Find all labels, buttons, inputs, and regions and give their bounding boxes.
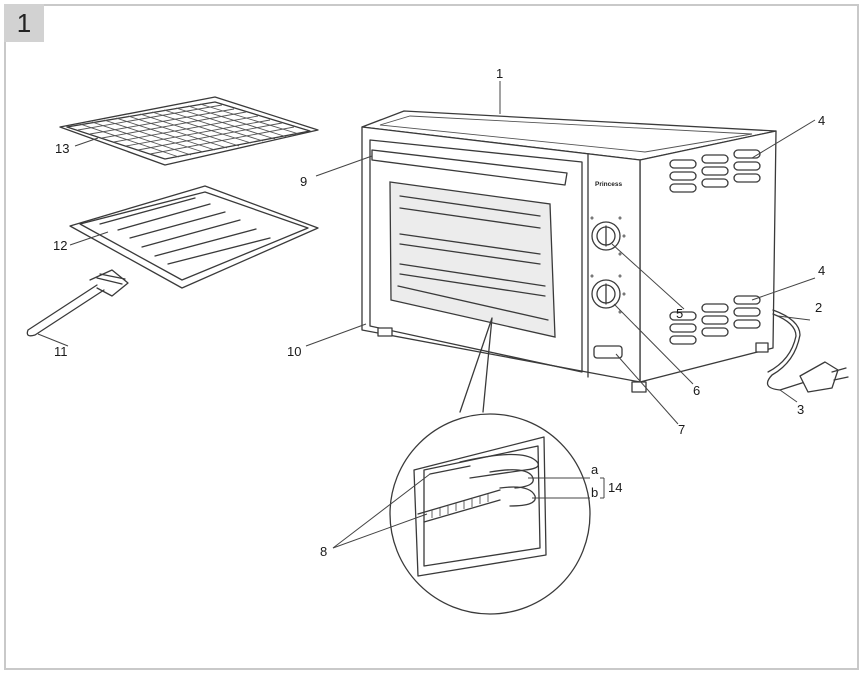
magnifier-leader — [459, 317, 493, 413]
callout-9: 9 — [300, 174, 307, 189]
temperature-knob[interactable] — [591, 221, 621, 251]
callout-5: 5 — [676, 306, 683, 321]
power-cord — [766, 309, 806, 391]
callout-11: 11 — [54, 344, 68, 359]
callout-8: 8 — [320, 544, 327, 559]
indicator-light — [593, 345, 623, 359]
oven-foot — [377, 327, 393, 337]
wire-rack — [59, 96, 319, 166]
figure-number-tab: 1 — [4, 4, 44, 42]
baking-tray — [69, 185, 319, 289]
door-handle — [371, 149, 568, 186]
callout-4-upper: 4 — [818, 113, 825, 128]
door-window — [389, 181, 556, 338]
callout-a: a — [591, 462, 599, 477]
oven-foot — [631, 381, 647, 393]
callout-3: 3 — [797, 402, 804, 417]
tray-handle — [26, 269, 129, 337]
callout-14: 14 — [608, 480, 622, 495]
callout-4-lower: 4 — [818, 263, 825, 278]
callout-1: 1 — [496, 66, 503, 81]
callout-10: 10 — [287, 344, 301, 359]
oven-foot — [755, 342, 769, 353]
callout-13: 13 — [55, 141, 69, 156]
detail-view-circle — [389, 413, 591, 615]
oven-body: Princess — [361, 110, 777, 393]
vent-slots-upper — [669, 149, 761, 193]
vent-slots-lower — [669, 295, 761, 345]
callout-2: 2 — [815, 300, 822, 315]
callout-7: 7 — [678, 422, 685, 437]
power-plug — [799, 361, 849, 393]
callout-6: 6 — [693, 383, 700, 398]
leader-lines — [37, 81, 816, 549]
callout-12: 12 — [53, 238, 67, 253]
timer-knob[interactable] — [591, 279, 621, 309]
callout-b: b — [591, 485, 598, 500]
figure-number: 1 — [16, 8, 32, 38]
brand-logo: Princess — [595, 181, 622, 188]
